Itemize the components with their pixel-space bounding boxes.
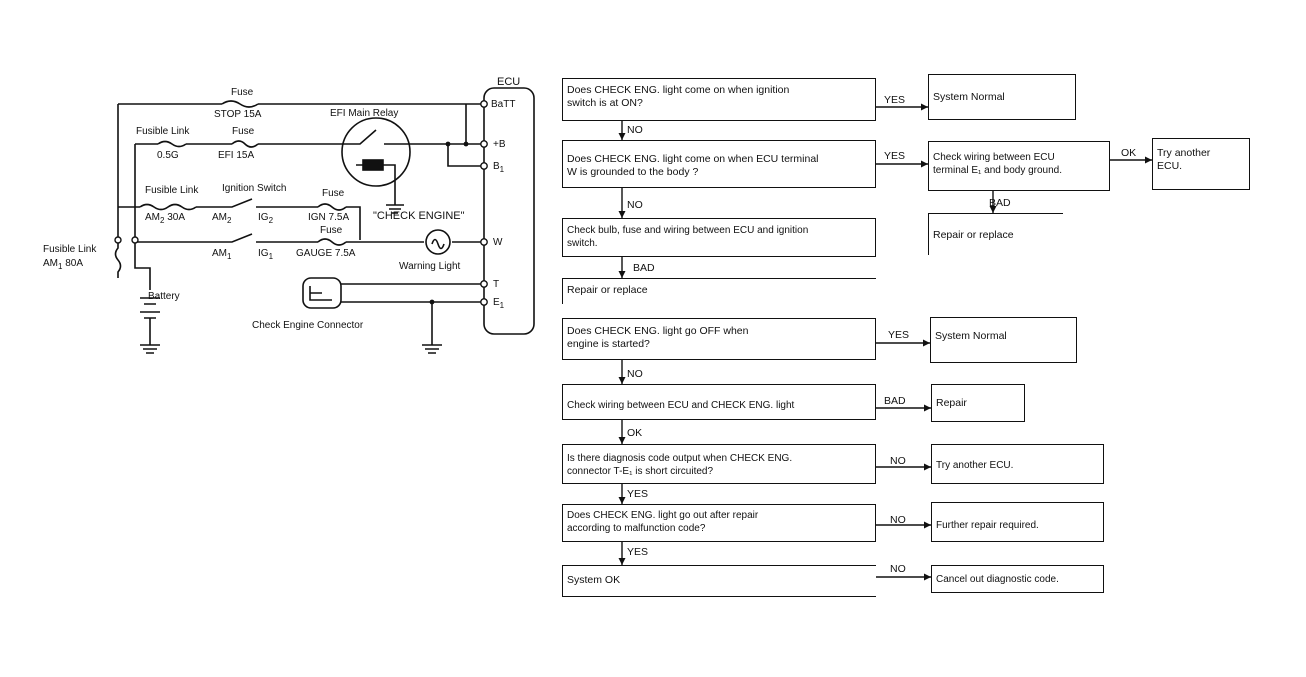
q8-no-label: NO [890,563,906,575]
q2-yes-action: Check wiring between ECU terminal E₁ and… [928,141,1110,191]
q7-yes-label: YES [627,546,649,558]
ecu-box [483,87,535,335]
am2-switch-label: AM2 [212,212,232,225]
battery-ground [140,344,160,354]
q1-no-label: NO [627,124,643,136]
terminal-w: W [493,237,503,248]
am1-switch-label: AM1 [212,248,232,261]
q2-bad-result: Repair or replace [928,213,1063,255]
fuse-gauge-title: Fuse [320,225,343,236]
q6-no-result: Try another ECU. [931,444,1104,484]
terminal-t: T [493,279,500,290]
fuse-efi [231,140,259,148]
relay-coil [362,159,384,171]
fuse-ign-label: IGN 7.5A [308,212,350,223]
q1-yes-label: YES [884,94,906,106]
q5-bad-label: BAD [884,395,906,407]
q4-yes-result: System Normal [930,317,1077,363]
fuse-ign [317,203,347,211]
wiring-diagram [114,87,535,354]
ignition-switch-label: Ignition Switch [222,183,287,194]
e1-ground [422,344,442,354]
q2-no-label: NO [627,199,643,211]
fuse-stop [221,100,259,108]
fuse-stop-label: STOP 15A [214,109,262,120]
fusible-am2 [139,203,197,211]
battery-symbol [140,297,160,345]
wire-ign [118,206,361,240]
fusible-05g [157,140,187,148]
am2-label: AM2 30A [145,212,186,225]
connector-box [302,277,342,309]
ig1-label: IG1 [258,248,274,261]
flowchart-connectors [618,103,1152,581]
q5-bad-result: Repair [931,384,1025,422]
fuse-efi-title: Fuse [232,126,255,137]
ign-switch-2 [216,198,270,208]
q2-box: Does CHECK ENG. light come on when ECU t… [562,140,876,188]
warning-light-circle [425,229,451,255]
fusible-am1 [114,240,122,278]
q4-box: Does CHECK ENG. light go OFF when engine… [562,318,876,360]
q6-box: Is there diagnosis code output when CHEC… [562,444,876,484]
fuse-gauge-label: GAUGE 7.5A [296,248,356,259]
q2-ok-label: OK [1121,147,1137,159]
q5-ok-label: OK [627,427,643,439]
terminal-plus-b: +B [493,139,506,150]
fuse-gauge [317,238,347,246]
q1-yes-result: System Normal [928,74,1076,120]
q7-no-result: Further repair required. [931,502,1104,542]
ig2-label: IG2 [258,212,274,225]
q7-box: Does CHECK ENG. light go out after repai… [562,504,876,542]
fusible-05g-label: 0.5G [157,150,179,161]
relay-contacts [340,129,412,145]
wire-plus-b [134,143,484,240]
fusible-link-left-label: Fusible Link [43,244,97,255]
q3-bad-label: BAD [633,262,655,274]
q8-no-result: Cancel out diagnostic code. [931,565,1104,593]
check-engine-label: "CHECK ENGINE" [373,210,465,222]
terminal-dots [114,100,488,306]
am1-left-label: AM1 80A [43,258,84,271]
efi-relay-circle [341,117,411,187]
ign-switch-1 [216,233,270,243]
wire-battery [134,242,151,290]
q2-yes-label: YES [884,150,906,162]
fuse-stop-title: Fuse [231,87,254,98]
terminal-b1: B1 [493,161,505,174]
q6-no-label: NO [890,455,906,467]
q2-ok-result: Try another ECU. [1152,138,1250,190]
relay-ground [386,204,404,214]
fusible-link-top-label: Fusible Link [136,126,190,137]
q3-box: Check bulb, fuse and wiring between ECU … [562,218,876,257]
q4-no-label: NO [627,368,643,380]
ecu-title: ECU [497,76,521,88]
fuse-efi-label: EFI 15A [218,150,255,161]
q6-yes-label: YES [627,488,649,500]
warning-light-label: Warning Light [399,261,461,272]
q1-box: Does CHECK ENG. light come on when ignit… [562,78,876,121]
fuse-ign-title: Fuse [322,188,345,199]
q7-no-label: NO [890,514,906,526]
q4-yes-label: YES [888,329,910,341]
q8-box: System OK [562,565,876,597]
check-engine-connector-label: Check Engine Connector [252,320,364,331]
fusible-link-mid-label: Fusible Link [145,185,199,196]
battery-label: Battery [148,291,180,302]
efi-main-relay-label: EFI Main Relay [330,108,399,119]
q3-bad-result: Repair or replace [562,278,876,304]
terminal-e1: E1 [493,297,505,310]
wire-b1 [447,144,484,167]
q5-box: Check wiring between ECU and CHECK ENG. … [562,384,876,420]
junction-dots [429,141,469,305]
terminal-batt: BaTT [491,99,516,110]
q2-bad-label: BAD [989,197,1011,209]
